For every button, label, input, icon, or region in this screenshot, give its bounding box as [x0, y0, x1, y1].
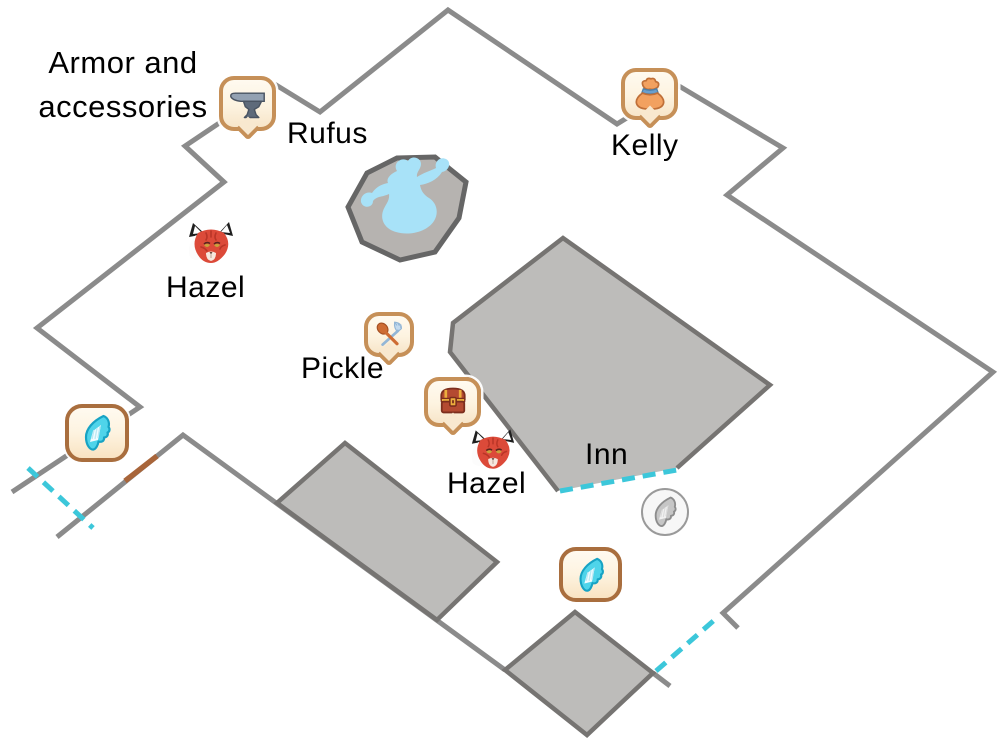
buildings — [273, 235, 774, 738]
fox-head-icon — [188, 222, 233, 263]
spoon-and-fork-icon — [376, 321, 402, 346]
npc-name-rufus: Rufus — [287, 117, 368, 150]
fast-travel-south-marker[interactable] — [559, 547, 622, 602]
npc-name-hazel-lower: Hazel — [447, 467, 527, 500]
fox-head-icon — [471, 429, 515, 469]
gray-wing-icon — [654, 496, 677, 527]
shop-name-line1: Armor and — [48, 45, 198, 80]
money-bag-icon — [634, 77, 665, 111]
exit-west — [26, 466, 95, 530]
inn-label: Inn — [585, 438, 629, 471]
chest-icon — [439, 387, 466, 414]
building-long — [273, 440, 501, 623]
inn-building-outline — [447, 235, 774, 493]
npc-hazel-upper-marker[interactable] — [186, 221, 236, 272]
treasure-marker[interactable] — [424, 377, 481, 427]
wall-stub-southeast — [651, 671, 672, 688]
exit-southeast — [654, 614, 721, 673]
wall-north — [10, 6, 998, 630]
exit-paths — [26, 466, 721, 673]
food-marker[interactable] — [364, 312, 414, 357]
blacksmith-marker[interactable] — [219, 76, 276, 131]
building-diamond — [501, 609, 657, 738]
inn-building — [450, 238, 770, 491]
fountain-water — [360, 157, 450, 234]
wing-icon — [84, 414, 111, 451]
fast-travel-west-marker[interactable] — [65, 404, 129, 462]
npc-name-hazel-upper: Hazel — [166, 271, 246, 304]
shop-name-line2: accessories — [38, 89, 208, 124]
npc-hazel-lower-marker[interactable] — [469, 428, 517, 478]
merchant-marker[interactable] — [621, 68, 678, 120]
fast-travel-locked-marker[interactable] — [641, 488, 689, 536]
npc-name-pickle: Pickle — [301, 352, 385, 385]
npc-name-kelly: Kelly — [611, 129, 679, 162]
door-segment — [123, 453, 159, 484]
anvil-icon — [229, 91, 265, 118]
wing-icon — [579, 557, 604, 592]
fountain-plaza — [345, 154, 469, 263]
shop-name-label: Armor and accessories — [34, 41, 212, 129]
